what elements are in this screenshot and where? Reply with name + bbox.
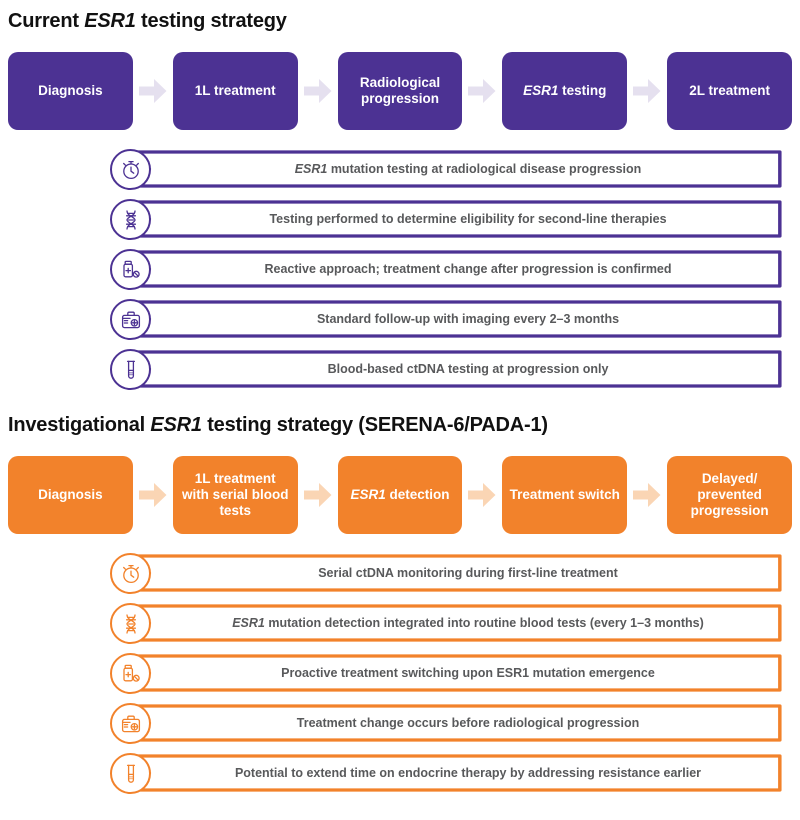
flow-step-3[interactable]: Radiological progression [337, 52, 463, 130]
bullet-row[interactable]: Standard follow-up with imaging every 2–… [110, 299, 782, 340]
flow-arrow-icon [627, 480, 667, 510]
flow-step-1[interactable]: Diagnosis [8, 456, 133, 534]
flow-row-investigational: Diagnosis 1L treatment with serial blood … [0, 456, 800, 534]
bullet-row[interactable]: Testing performed to determine eligibili… [110, 199, 782, 240]
bullet-text: ESR1 mutation detection integrated into … [232, 615, 704, 630]
stopwatch-icon [110, 149, 151, 190]
bullet-text: Proactive treatment switching upon ESR1 … [281, 665, 655, 680]
flow-arrow-icon [462, 76, 502, 106]
bullet-row[interactable]: Treatment change occurs before radiologi… [110, 703, 782, 744]
flow-step-label: ESR1 detection [350, 487, 450, 503]
bullet-row[interactable]: Potential to extend time on endocrine th… [110, 753, 782, 794]
bullet-text: Testing performed to determine eligibili… [269, 211, 667, 226]
bullet-text: ESR1 mutation testing at radiological di… [294, 161, 642, 176]
flow-row-current: Diagnosis 1L treatment Radiological progre… [0, 52, 800, 130]
bullet-text: Treatment change occurs before radiologi… [296, 715, 640, 730]
bullet-text: Serial ctDNA monitoring during first-lin… [318, 565, 618, 580]
flow-step-4[interactable]: Treatment switch [502, 456, 628, 534]
flow-step-label: ESR1 testing [523, 83, 607, 99]
dna-helix-icon [110, 199, 151, 240]
pill-bottle-icon [110, 249, 151, 290]
flow-step-2[interactable]: 1L treatment with serial blood tests [172, 456, 298, 534]
flow-step-2[interactable]: 1L treatment [172, 52, 298, 130]
dna-helix-icon [110, 603, 151, 644]
flow-arrow-icon [298, 76, 338, 106]
bullet-list-current: ESR1 mutation testing at radiological di… [0, 149, 800, 390]
bullet-text: Standard follow-up with imaging every 2–… [316, 311, 620, 326]
flow-step-4[interactable]: ESR1 testing [502, 52, 628, 130]
bullet-row[interactable]: Proactive treatment switching upon ESR1 … [110, 653, 782, 694]
flow-step-label: 2L treatment [689, 83, 770, 99]
flow-arrow-icon [462, 480, 502, 510]
flow-step-3[interactable]: ESR1 detection [337, 456, 463, 534]
stopwatch-icon [110, 553, 151, 594]
flow-step-1[interactable]: Diagnosis [8, 52, 133, 130]
pill-bottle-icon [110, 653, 151, 694]
flow-step-label: Delayed/ prevented progression [690, 471, 769, 518]
flow-arrow-icon [133, 76, 173, 106]
medical-kit-icon [110, 703, 151, 744]
bullet-row[interactable]: Reactive approach; treatment change afte… [110, 249, 782, 290]
test-tube-icon [110, 349, 151, 390]
bullet-row[interactable]: Serial ctDNA monitoring during first-lin… [110, 553, 782, 594]
flow-step-label: Diagnosis [38, 83, 103, 99]
test-tube-icon [110, 753, 151, 794]
flow-step-label: 1L treatment [194, 83, 276, 99]
flow-step-label: 1L treatment with serial blood tests [181, 471, 289, 518]
flow-arrow-icon [133, 480, 173, 510]
bullet-row[interactable]: Blood-based ctDNA testing at progression… [110, 349, 782, 390]
flow-step-label: Diagnosis [38, 487, 103, 503]
flow-step-label: Radiological progression [359, 75, 441, 106]
section-title-investigational: Investigational ESR1 testing strategy (S… [0, 414, 800, 436]
flow-arrow-icon [298, 480, 338, 510]
bullet-row[interactable]: ESR1 mutation testing at radiological di… [110, 149, 782, 190]
bullet-text: Blood-based ctDNA testing at progression… [327, 361, 609, 376]
flow-step-5[interactable]: 2L treatment [667, 52, 792, 130]
bullet-list-investigational: Serial ctDNA monitoring during first-lin… [0, 553, 800, 794]
bullet-text: Reactive approach; treatment change afte… [264, 261, 672, 276]
section-title-current-text: Current ESR1 testing strategy [8, 10, 287, 32]
flow-arrow-icon [627, 76, 667, 106]
section-title-investigational-text: Investigational ESR1 testing strategy (S… [8, 414, 548, 436]
bullet-text: Potential to extend time on endocrine th… [234, 765, 702, 780]
flow-step-label: Treatment switch [509, 487, 620, 503]
section-title-current: Current ESR1 testing strategy [0, 10, 800, 32]
bullet-row[interactable]: ESR1 mutation detection integrated into … [110, 603, 782, 644]
flow-step-5[interactable]: Delayed/ prevented progression [667, 456, 792, 534]
medical-kit-icon [110, 299, 151, 340]
